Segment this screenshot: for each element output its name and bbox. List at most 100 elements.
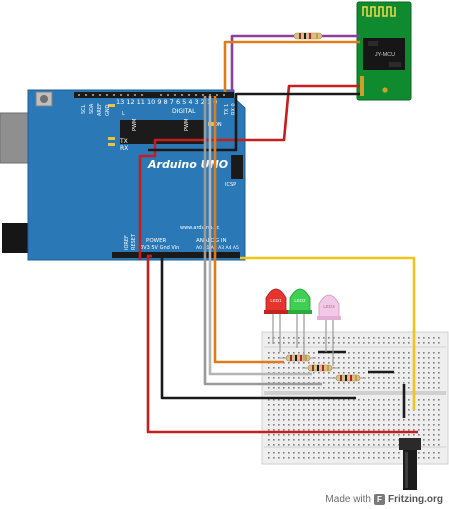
breadboard-hole [313,434,315,436]
breadboard-hole [423,372,425,374]
breadboard-hole [398,377,400,379]
breadboard-hole [358,362,360,364]
breadboard-hole [433,409,435,411]
breadboard-hole [353,367,355,369]
breadboard-hole [358,337,360,339]
breadboard-hole [368,452,370,454]
breadboard-hole [363,429,365,431]
breadboard-hole [308,404,310,406]
breadboard-hole [303,444,305,446]
breadboard-hole [318,424,320,426]
breadboard-hole [373,387,375,389]
breadboard-hole [383,377,385,379]
credit-prefix: Made with [325,494,371,505]
breadboard-hole [318,362,320,364]
breadboard-hole [433,414,435,416]
breadboard-hole [318,439,320,441]
breadboard-hole [308,424,310,426]
breadboard-hole [293,399,295,401]
breadboard-hole [303,404,305,406]
breadboard-hole [293,419,295,421]
breadboard-hole [273,337,275,339]
breadboard-hole [288,342,290,344]
breadboard-hole [278,357,280,359]
breadboard-hole [403,372,405,374]
breadboard-hole [328,452,330,454]
breadboard-hole [358,404,360,406]
breadboard-hole [283,439,285,441]
breadboard-hole [293,444,295,446]
breadboard-hole [428,439,430,441]
breadboard-hole [368,434,370,436]
breadboard-hole [438,419,440,421]
breadboard-hole [358,424,360,426]
breadboard-hole [423,399,425,401]
breadboard-hole [303,414,305,416]
breadboard-hole [298,429,300,431]
breadboard-hole [323,362,325,364]
breadboard-hole [418,372,420,374]
breadboard-hole [373,382,375,384]
breadboard-hole [378,419,380,421]
breadboard-hole [333,429,335,431]
breadboard-hole [438,457,440,459]
breadboard-hole [353,382,355,384]
breadboard-hole [423,377,425,379]
breadboard-hole [318,444,320,446]
breadboard-hole [343,439,345,441]
breadboard-hole [273,377,275,379]
breadboard-hole [433,337,435,339]
breadboard-hole [343,424,345,426]
breadboard-hole [423,434,425,436]
breadboard-hole [353,352,355,354]
breadboard-hole [268,434,270,436]
breadboard-hole [298,387,300,389]
breadboard-hole [338,444,340,446]
breadboard-hole [418,419,420,421]
breadboard-hole [433,372,435,374]
breadboard-hole [398,357,400,359]
breadboard-hole [438,362,440,364]
breadboard-hole [283,457,285,459]
breadboard-hole [298,342,300,344]
breadboard-hole [398,452,400,454]
wire-black-top [148,92,360,152]
breadboard-hole [393,419,395,421]
breadboard-hole [298,409,300,411]
breadboard-hole [388,342,390,344]
breadboard-hole [438,342,440,344]
breadboard-hole [383,457,385,459]
breadboard-hole [363,382,365,384]
breadboard-hole [313,387,315,389]
breadboard-hole [373,342,375,344]
breadboard-hole [273,367,275,369]
breadboard-hole [313,409,315,411]
breadboard-hole [313,444,315,446]
breadboard-hole [328,404,330,406]
breadboard-hole [333,457,335,459]
breadboard-hole [328,434,330,436]
breadboard-hole [328,414,330,416]
breadboard-hole [328,444,330,446]
breadboard-hole [298,424,300,426]
breadboard-hole [398,372,400,374]
breadboard-hole [358,357,360,359]
breadboard-hole [338,414,340,416]
breadboard-hole [393,342,395,344]
label-l: L [122,111,125,117]
breadboard-hole [293,434,295,436]
breadboard-hole [423,387,425,389]
breadboard-hole [438,399,440,401]
power-pins: 3V3 5V Gnd Vin [140,245,179,251]
breadboard-hole [298,399,300,401]
label-tx: TX [119,138,128,145]
breadboard-hole [433,434,435,436]
breadboard-hole [353,357,355,359]
breadboard-hole [378,352,380,354]
breadboard-hole [378,452,380,454]
breadboard-hole [283,367,285,369]
breadboard-hole [358,434,360,436]
breadboard-hole [328,377,330,379]
breadboard-hole [423,404,425,406]
breadboard-hole [353,434,355,436]
